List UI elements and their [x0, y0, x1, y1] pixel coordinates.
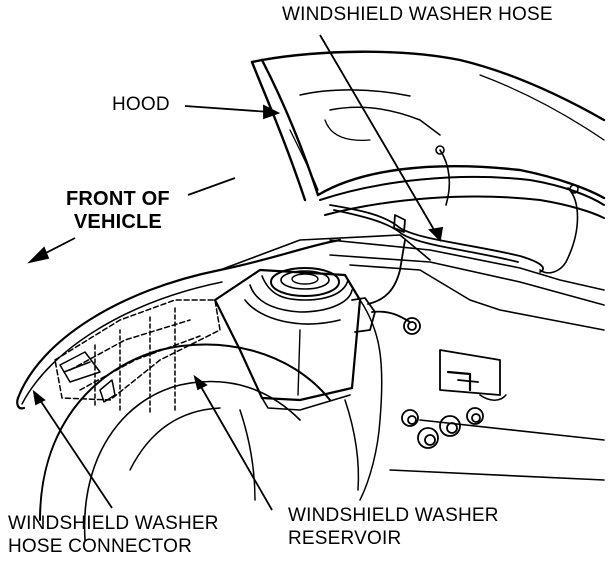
- hood-leader: [184, 105, 271, 113]
- label-reservoir-line1: WINDSHIELD WASHER: [288, 505, 499, 526]
- washer-hose-line: [329, 204, 544, 273]
- engine-components: [329, 239, 605, 481]
- front-arrowhead: [27, 246, 50, 264]
- front-arrow-line: [187, 177, 236, 196]
- washer-hose-arrowhead: [428, 226, 444, 242]
- label-washer-reservoir: WINDSHIELD WASHER RESERVOIR: [288, 504, 499, 550]
- reservoir-body: [213, 268, 362, 411]
- cowl-panel: [319, 145, 605, 274]
- label-front-of-vehicle: FRONT OF VEHICLE: [66, 188, 170, 234]
- label-reservoir-line2: RESERVOIR: [288, 528, 402, 549]
- label-windshield-washer-hose: WINDSHIELD WASHER HOSE: [282, 4, 553, 25]
- connector-arrowhead: [32, 389, 46, 406]
- label-hood: HOOD: [112, 94, 170, 115]
- inner-fender: [239, 299, 383, 501]
- reservoir-cap: [261, 267, 349, 301]
- connector-leader: [39, 399, 113, 509]
- label-connector-line1: WINDSHIELD WASHER: [8, 513, 219, 534]
- wheel-well: [39, 343, 331, 541]
- label-front-line1: FRONT OF: [66, 188, 170, 210]
- round-fittings: [401, 407, 484, 449]
- leader-lines: [27, 34, 444, 511]
- hood-arrowhead: [263, 104, 281, 120]
- washer-hose-leader: [319, 34, 441, 241]
- reservoir-leader: [199, 384, 273, 511]
- fender: [16, 234, 431, 410]
- reservoir-arrowhead: [193, 374, 208, 391]
- label-connector-line2: HOSE CONNECTOR: [8, 536, 193, 557]
- hood-panel: [250, 50, 606, 202]
- headlamp-assembly: [54, 299, 221, 413]
- washer-pump: [351, 239, 421, 335]
- label-hose-connector: WINDSHIELD WASHER HOSE CONNECTOR: [8, 512, 219, 558]
- label-front-line2: VEHICLE: [73, 211, 162, 233]
